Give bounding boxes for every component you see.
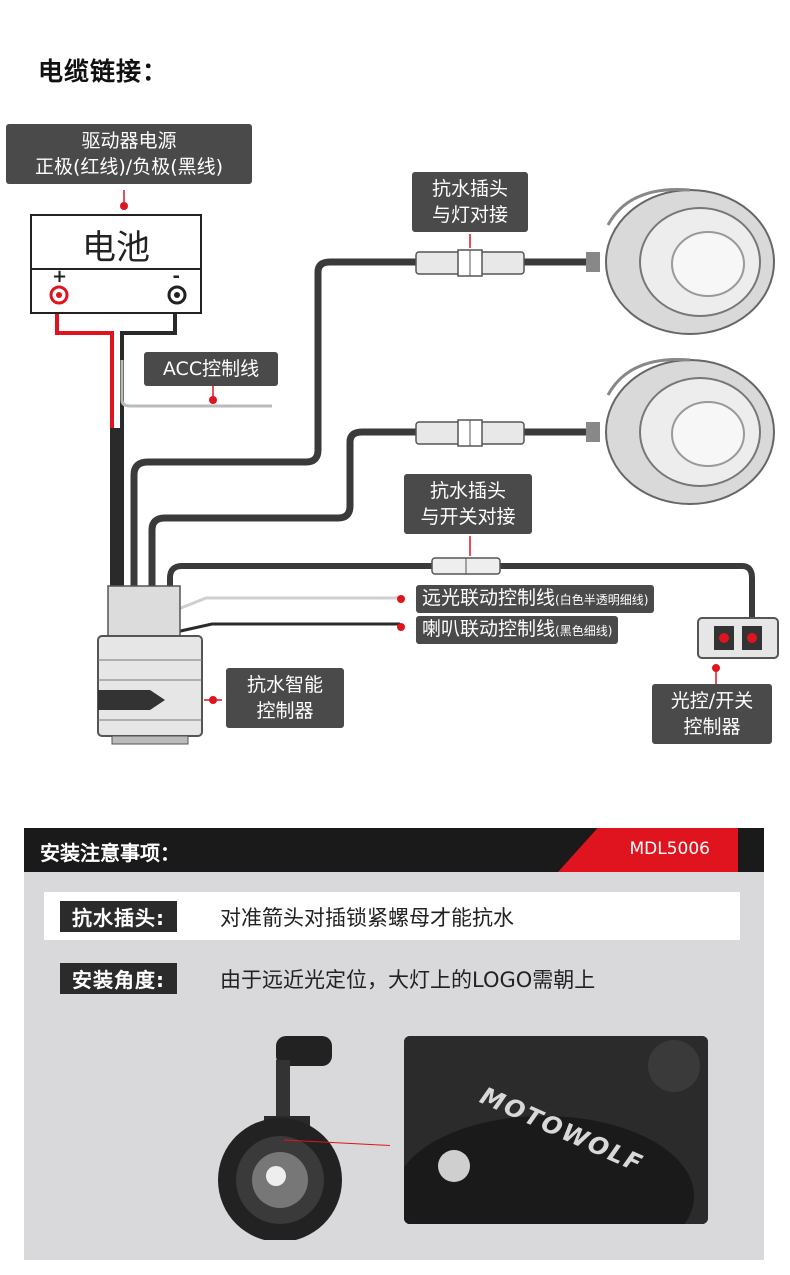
- note-key-angle: 安装角度:: [60, 963, 177, 994]
- high-beam-label: 远光联动控制线(白色半透明细线): [416, 585, 655, 613]
- install-header: 安装注意事项： MDL5006: [24, 828, 764, 872]
- note-row-angle: 安装角度: 由于远近光定位，大灯上的LOGO需朝上: [44, 954, 740, 1002]
- battery: 电池 + -: [30, 214, 202, 314]
- horn-label: 喇叭联动控制线(黑色细线): [416, 616, 619, 644]
- note-value-plug: 对准箭头对插锁紧螺母才能抗水: [220, 906, 514, 930]
- lamp-plug-line2: 与灯对接: [431, 204, 508, 226]
- install-title: 安装注意事项：: [40, 841, 180, 865]
- battery-plus: +: [52, 266, 68, 287]
- high-beam-sub: (白色半透明细线): [555, 593, 649, 607]
- lamp-connector-1: [415, 249, 525, 277]
- acc-label: ACC控制线: [144, 352, 278, 386]
- model-code: MDL5006: [629, 839, 711, 859]
- power-label: 驱动器电源 正极(红线)/负极(黑线): [6, 124, 252, 184]
- wiring-diagram: [55, 187, 779, 745]
- horn-sub: (黑色细线): [555, 624, 613, 638]
- power-label-line2: 正极(红线)/负极(黑线): [34, 156, 224, 178]
- smart-controller: [97, 585, 203, 745]
- controller-label: 抗水智能 控制器: [226, 668, 344, 728]
- switch-plug-line1: 抗水插头: [429, 480, 506, 502]
- battery-label: 电池: [82, 228, 150, 268]
- positive-terminal-icon: [49, 285, 69, 305]
- note-row-plug: 抗水插头: 对准箭头对插锁紧螺母才能抗水: [44, 892, 740, 940]
- switch-plug-label: 抗水插头 与开关对接: [404, 474, 532, 534]
- lamp-plug-label: 抗水插头 与灯对接: [412, 172, 528, 232]
- lamp-connector-2: [415, 419, 525, 447]
- switch-ctrl-line1: 光控/开关: [670, 690, 754, 712]
- battery-minus: -: [172, 266, 180, 287]
- horn-text: 喇叭联动控制线: [422, 618, 556, 640]
- high-beam-text: 远光联动控制线: [422, 587, 556, 609]
- lamp-plug-line1: 抗水插头: [431, 178, 508, 200]
- lamp-closeup-icon: [404, 1036, 708, 1224]
- negative-terminal-icon: [167, 285, 187, 305]
- lamp-product-image: [218, 1036, 390, 1240]
- controller-line1: 抗水智能: [246, 674, 323, 696]
- switch-controller-label: 光控/开关 控制器: [652, 684, 772, 744]
- page-title: 电缆链接：: [38, 57, 169, 86]
- switch-plug-line2: 与开关对接: [420, 506, 516, 528]
- switch-ctrl-line2: 控制器: [683, 716, 741, 738]
- switch-controller: [697, 617, 779, 659]
- fog-lamp-2: [586, 357, 775, 505]
- switch-connector: [431, 557, 501, 575]
- power-label-line1: 驱动器电源: [81, 130, 177, 152]
- logo-closeup-image: MOTOWOLF: [404, 1036, 708, 1224]
- fog-lamp-1: [586, 187, 775, 335]
- battery-divider: [32, 268, 200, 270]
- note-value-angle: 由于远近光定位，大灯上的LOGO需朝上: [220, 968, 596, 992]
- controller-line2: 控制器: [256, 700, 314, 722]
- note-key-plug: 抗水插头:: [60, 901, 177, 932]
